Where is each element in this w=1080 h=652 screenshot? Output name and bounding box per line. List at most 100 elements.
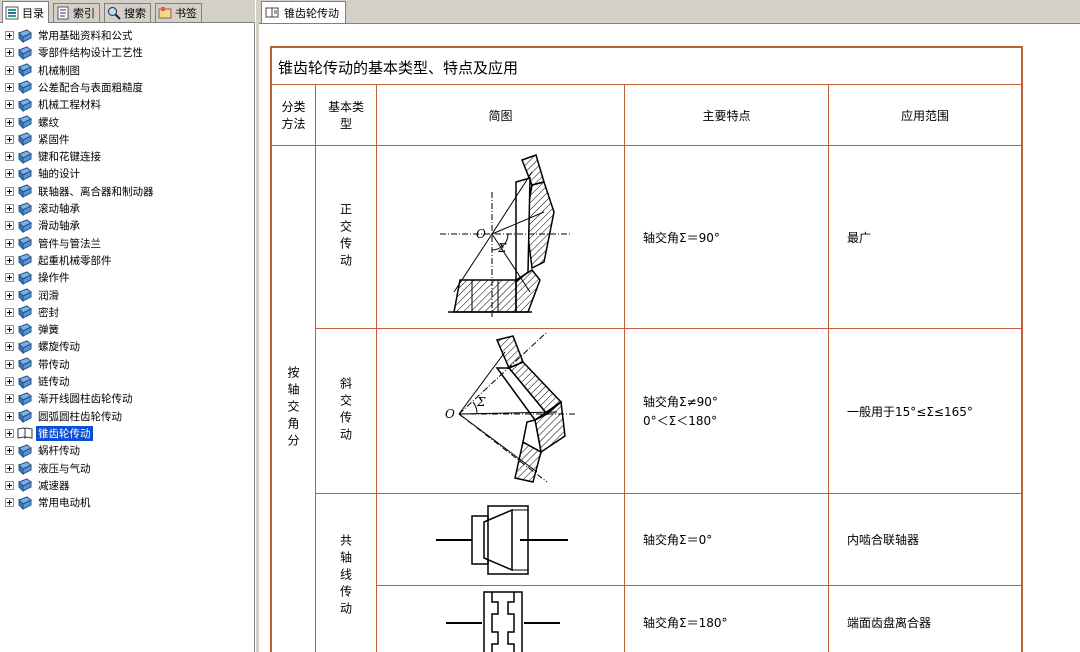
col-rule-1 bbox=[315, 85, 316, 652]
expand-plus-icon[interactable] bbox=[5, 411, 14, 421]
expand-plus-icon[interactable] bbox=[5, 186, 14, 196]
expand-plus-icon[interactable] bbox=[5, 342, 14, 352]
tree-item[interactable]: 圆弧圆柱齿轮传动 bbox=[2, 408, 124, 425]
tree-item-label: 滑动轴承 bbox=[38, 220, 80, 233]
expand-plus-icon[interactable] bbox=[5, 290, 14, 300]
table-title: 锥齿轮传动的基本类型、特点及应用 bbox=[272, 48, 1021, 85]
tree-item-label: 起重机械零部件 bbox=[38, 254, 112, 267]
tree-item[interactable]: 机械制图 bbox=[2, 62, 82, 79]
diagram1-sigma-label: Σ bbox=[497, 241, 507, 255]
tree-item[interactable]: 螺旋传动 bbox=[2, 338, 82, 355]
expand-plus-icon[interactable] bbox=[5, 394, 14, 404]
tree-item[interactable]: 滚动轴承 bbox=[2, 200, 82, 217]
tree-item[interactable]: 公差配合与表面粗糙度 bbox=[2, 79, 145, 96]
tab-contents[interactable]: 目录 bbox=[2, 1, 49, 23]
book-icon bbox=[17, 63, 33, 78]
tab-bookmarks[interactable]: 书签 bbox=[155, 3, 202, 22]
row-rule-1 bbox=[315, 328, 1021, 329]
expand-plus-icon[interactable] bbox=[5, 48, 14, 58]
expand-plus-icon[interactable] bbox=[5, 152, 14, 162]
expand-plus-icon[interactable] bbox=[5, 238, 14, 248]
tree-item-label: 链传动 bbox=[38, 376, 70, 388]
book-icon bbox=[17, 132, 33, 147]
book-icon bbox=[17, 167, 33, 182]
expand-plus-icon[interactable] bbox=[5, 100, 14, 110]
row2-features-line2: 0°＜Σ＜180° bbox=[643, 414, 718, 428]
expand-plus-icon[interactable] bbox=[5, 498, 14, 508]
expand-plus-icon[interactable] bbox=[5, 169, 14, 179]
expand-plus-icon[interactable] bbox=[5, 359, 14, 369]
tree-item[interactable]: 链传动 bbox=[2, 373, 72, 390]
tree-item[interactable]: 机械工程材料 bbox=[2, 96, 103, 113]
expand-plus-icon[interactable] bbox=[5, 377, 14, 386]
book-icon bbox=[17, 80, 33, 95]
tree-item[interactable]: 起重机械零部件 bbox=[2, 252, 114, 269]
tree-item[interactable]: 弹簧 bbox=[2, 321, 61, 338]
tab-index[interactable]: 索引 bbox=[53, 3, 100, 22]
tree-item[interactable]: 轴的设计 bbox=[2, 165, 82, 182]
tree-item[interactable]: 零部件结构设计工艺性 bbox=[2, 44, 145, 61]
tree-item[interactable]: 常用电动机 bbox=[2, 494, 93, 511]
header-diagram: 简图 bbox=[488, 108, 513, 123]
tab-search-label: 搜索 bbox=[124, 7, 146, 20]
expand-plus-icon[interactable] bbox=[5, 480, 14, 490]
tree-item[interactable]: 润滑 bbox=[2, 287, 61, 304]
tree-item[interactable]: 液压与气动 bbox=[2, 460, 93, 477]
tree-item[interactable]: 常用基础资料和公式 bbox=[2, 27, 135, 44]
tree-item[interactable]: 键和花键连接 bbox=[2, 148, 103, 165]
expand-plus-icon[interactable] bbox=[5, 428, 14, 438]
tree-item[interactable]: 带传动 bbox=[2, 356, 72, 373]
expand-plus-icon[interactable] bbox=[5, 31, 14, 40]
expand-plus-icon[interactable] bbox=[5, 255, 14, 265]
col-rule-3 bbox=[624, 85, 625, 652]
tree-item-label: 蜗杆传动 bbox=[38, 445, 80, 458]
tab-topic[interactable]: 锥齿轮传动 bbox=[261, 1, 346, 23]
tab-search[interactable]: 搜索 bbox=[104, 3, 151, 22]
tree-item[interactable]: 渐开线圆柱齿轮传动 bbox=[2, 390, 135, 407]
tree-item[interactable]: 联轴器、离合器和制动器 bbox=[2, 183, 156, 200]
book-icon bbox=[17, 323, 33, 337]
book-icon bbox=[17, 201, 33, 216]
expand-plus-icon[interactable] bbox=[5, 463, 14, 473]
tree-item-label: 带传动 bbox=[38, 358, 70, 371]
tree-item[interactable]: 螺纹 bbox=[2, 114, 61, 131]
topic-tab-icon bbox=[265, 6, 281, 20]
diagram1-origin-label: O bbox=[476, 227, 486, 241]
row3-type: 共轴线传动 bbox=[316, 494, 376, 652]
header-application: 应用范围 bbox=[900, 108, 949, 123]
tree-item[interactable]: 管件与管法兰 bbox=[2, 235, 103, 252]
expand-plus-icon[interactable] bbox=[5, 82, 14, 92]
index-icon bbox=[56, 6, 70, 20]
tree-item-label: 常用电动机 bbox=[38, 497, 91, 510]
tree-item[interactable]: 密封 bbox=[2, 304, 61, 321]
row1-type-label: 正交传动 bbox=[338, 203, 353, 271]
expand-plus-icon[interactable] bbox=[5, 307, 14, 317]
row3-features: 轴交角Σ＝0° bbox=[643, 533, 713, 547]
contents-tree[interactable]: 常用基础资料和公式零部件结构设计工艺性机械制图公差配合与表面粗糙度机械工程材料螺… bbox=[0, 24, 254, 652]
expand-plus-icon[interactable] bbox=[5, 117, 14, 127]
book-icon bbox=[17, 496, 33, 510]
tree-item[interactable]: 滑动轴承 bbox=[2, 217, 82, 234]
tree-item-label: 紧固件 bbox=[38, 133, 70, 146]
tree-item[interactable]: 减速器 bbox=[2, 477, 72, 494]
expand-plus-icon[interactable] bbox=[5, 325, 14, 335]
pane-splitter[interactable] bbox=[255, 0, 259, 652]
expand-plus-icon[interactable] bbox=[5, 273, 14, 283]
tree-item[interactable]: 锥齿轮传动 bbox=[2, 425, 93, 442]
book-icon bbox=[17, 444, 33, 458]
tree-item[interactable]: 蜗杆传动 bbox=[2, 442, 82, 459]
row2-type: 斜交传动 bbox=[316, 329, 376, 493]
tree-item[interactable]: 紧固件 bbox=[2, 131, 72, 148]
book-icon bbox=[17, 478, 33, 493]
book-icon bbox=[17, 392, 33, 407]
expand-plus-icon[interactable] bbox=[5, 65, 14, 75]
tree-item[interactable]: 操作件 bbox=[2, 269, 72, 286]
book-icon bbox=[17, 409, 33, 424]
bookmark-icon bbox=[158, 6, 172, 20]
col-rule-2 bbox=[376, 85, 377, 652]
expand-plus-icon[interactable] bbox=[5, 134, 14, 144]
expand-plus-icon[interactable] bbox=[5, 204, 14, 213]
nav-tab-bar: 目录 索引 搜索 书签 bbox=[0, 0, 255, 23]
expand-plus-icon[interactable] bbox=[5, 221, 14, 231]
expand-plus-icon[interactable] bbox=[5, 446, 14, 456]
